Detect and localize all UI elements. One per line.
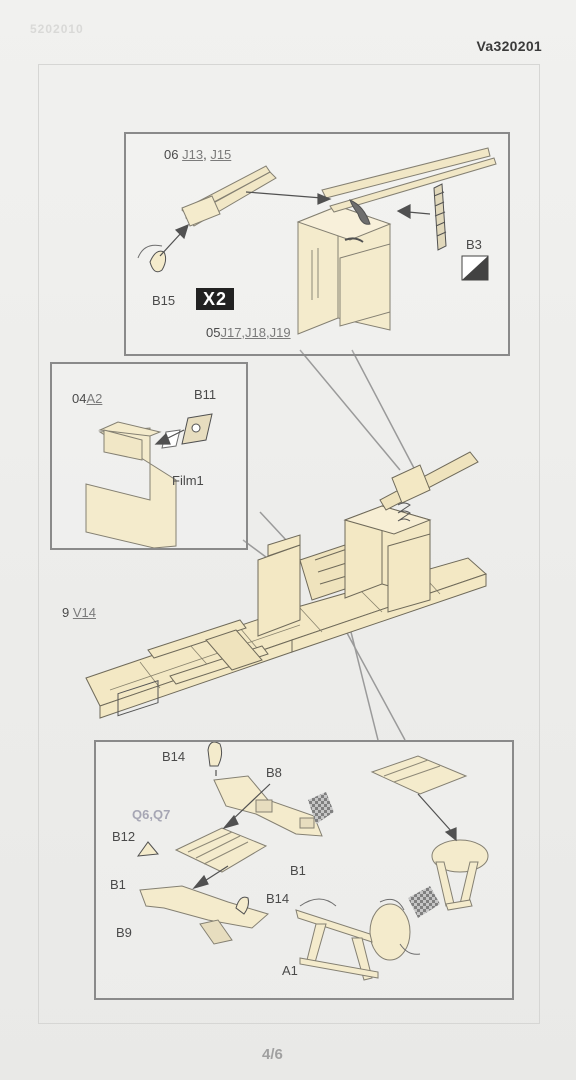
seat-label-b8: B8 bbox=[266, 765, 282, 780]
ammo-step-number: 04 bbox=[72, 391, 87, 406]
gun-step-label: 06 J13, J15 bbox=[164, 148, 231, 161]
seat-panel-checker-arrows bbox=[308, 792, 440, 918]
gun-step-number: 06 bbox=[164, 147, 179, 162]
panel-ammo-box bbox=[50, 362, 248, 550]
vehicle-floor bbox=[85, 451, 487, 719]
seat-label-a1: A1 bbox=[282, 963, 298, 978]
seat-label-b1-right: B1 bbox=[290, 863, 306, 878]
mount-step-label: 05J17,J18,J19 bbox=[206, 326, 291, 339]
seat-label-b1-left: B1 bbox=[110, 877, 126, 892]
seat-panel-art bbox=[136, 741, 489, 981]
seat-label-b14-top: B14 bbox=[162, 749, 186, 764]
seat-label-q6-q7: Q6,Q7 bbox=[132, 807, 171, 822]
seat-label-b9: B9 bbox=[116, 925, 132, 940]
feed-label-b3: B3 bbox=[466, 237, 482, 252]
b3-symbol-icon bbox=[461, 255, 489, 281]
film-label: Film1 bbox=[172, 473, 204, 488]
gun-panel-art bbox=[137, 147, 497, 335]
ghost-code: 5202010 bbox=[30, 22, 84, 36]
bracket-label-b15: B15 bbox=[152, 293, 176, 308]
seat-panel-curved-arrows bbox=[299, 898, 421, 955]
panel-gun-assembly bbox=[124, 132, 510, 356]
seat-label-b14-mid: B14 bbox=[266, 891, 290, 906]
page-number: 4/6 bbox=[262, 1046, 283, 1063]
mount-parts: J17,J18,J19 bbox=[220, 325, 291, 340]
multiplier-badge: X2 bbox=[196, 288, 234, 310]
panel-seat-assembly bbox=[94, 740, 514, 1000]
gun-part-j15: J15 bbox=[210, 147, 232, 162]
gun-panel-arrows bbox=[159, 191, 431, 257]
seat-label-b12: B12 bbox=[112, 829, 136, 844]
ammo-panel-art bbox=[85, 413, 213, 549]
gun-part-sep: , bbox=[203, 147, 207, 162]
mount-step-number: 05 bbox=[206, 325, 221, 340]
ammo-step-label: 04A2 bbox=[72, 392, 102, 405]
ammo-panel-arrows bbox=[154, 429, 185, 445]
gun-part-j13: J13 bbox=[182, 147, 204, 162]
floor-part-v14: V14 bbox=[72, 605, 96, 620]
plate-label-b11: B11 bbox=[194, 387, 217, 402]
floor-step-number: 9 bbox=[62, 605, 70, 620]
floor-step-label: 9 V14 bbox=[62, 606, 96, 619]
ammo-part-a2: A2 bbox=[86, 391, 103, 406]
product-code: Va320201 bbox=[476, 38, 542, 54]
seat-panel-arrows bbox=[192, 770, 457, 890]
page-frame bbox=[38, 64, 540, 1024]
